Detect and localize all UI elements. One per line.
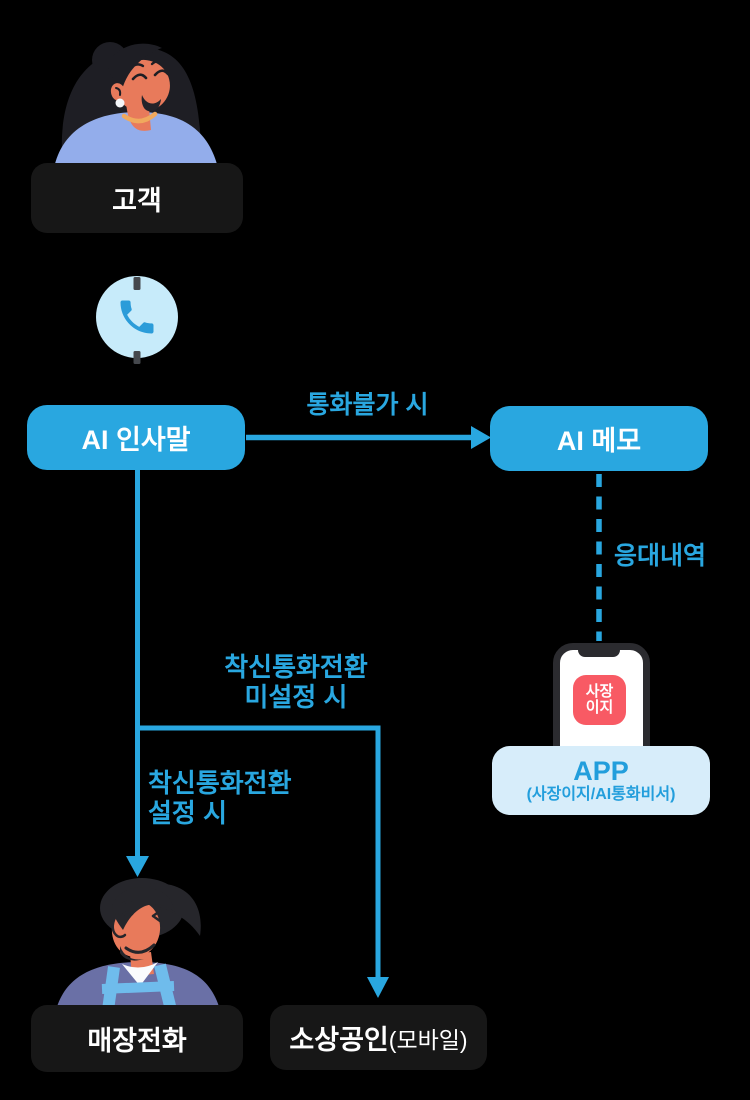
edge-label-forward-set-line2: 설정 시 <box>148 798 227 828</box>
edge-label-forward-unset: 착신통화전환 미설정 시 <box>196 652 396 712</box>
app-icon-line2: 이지 <box>585 699 614 716</box>
node-app-subtitle: (사장이지/AI통화비서) <box>526 786 676 803</box>
node-ai-greeting: AI 인사말 <box>27 405 245 470</box>
node-store-phone: 매장전화 <box>31 1005 243 1072</box>
app-icon-line1: 사장 <box>585 683 614 700</box>
arrow-forward-unset <box>140 725 389 998</box>
node-owner-mobile: 소상공인(모바일) <box>270 1005 487 1070</box>
node-owner-mobile-label: 소상공인 <box>289 1025 389 1055</box>
arrow-call-unavailable <box>246 426 491 449</box>
node-customer-label: 고객 <box>112 185 162 216</box>
owner-man-illustration <box>56 878 220 1010</box>
dark-dash-top <box>133 277 141 290</box>
node-ai-memo: AI 메모 <box>490 406 708 471</box>
node-app: APP (사장이지/AI통화비서) <box>492 746 710 815</box>
node-app-title: APP <box>573 756 629 786</box>
edge-label-forward-set-line1: 착신통화전환 <box>148 768 292 798</box>
edge-label-call-unavailable: 통화불가 시 <box>306 391 429 419</box>
edge-label-response-history: 응대내역 <box>614 542 707 570</box>
edge-label-forward-unset-line2: 미설정 시 <box>244 682 348 712</box>
node-owner-mobile-sublabel: (모바일) <box>388 1026 468 1053</box>
edge-label-forward-unset-line1: 착신통화전환 <box>224 652 368 682</box>
node-customer: 고객 <box>31 163 243 233</box>
phone-handset-icon <box>120 300 154 334</box>
node-ai-memo-label: AI 메모 <box>556 426 642 456</box>
sajang-easy-app-icon: 사장 이지 <box>573 675 626 725</box>
node-store-phone-label: 매장전화 <box>87 1026 187 1056</box>
node-ai-greeting-label: AI 인사말 <box>81 425 191 455</box>
edge-label-forward-set: 착신통화전환 설정 시 <box>148 768 292 828</box>
customer-woman-illustration <box>54 42 218 168</box>
arrow-forward-set <box>126 470 149 877</box>
smartphone-notch <box>578 646 620 657</box>
dark-dash-bottom <box>133 351 141 364</box>
